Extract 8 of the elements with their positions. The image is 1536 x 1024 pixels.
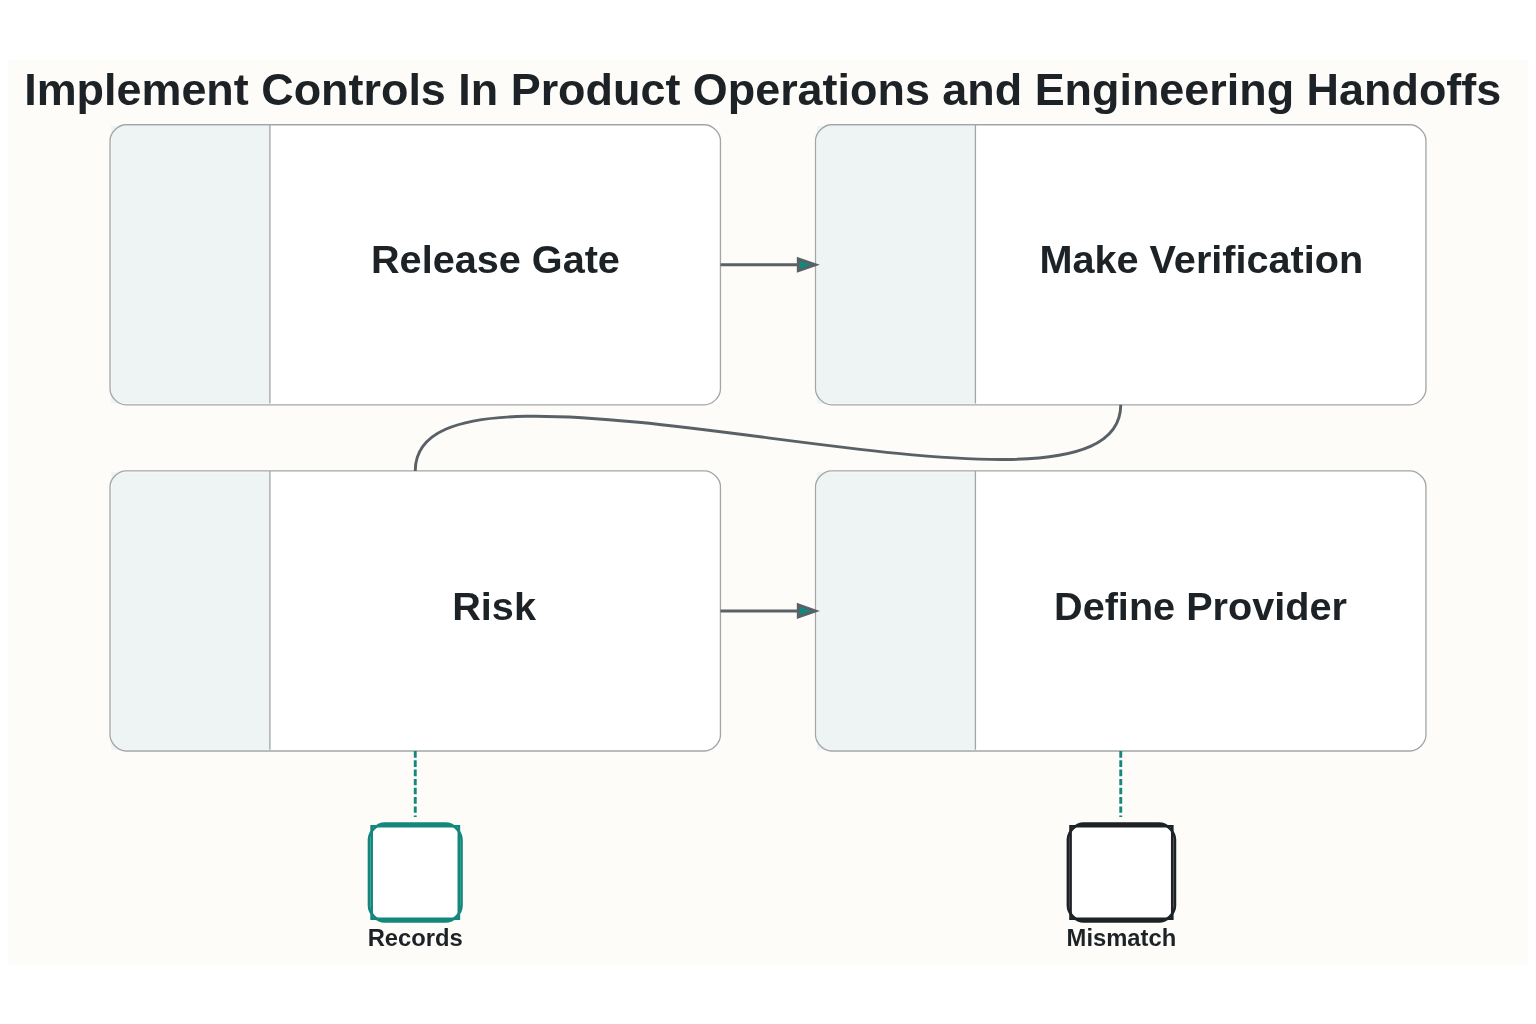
arrow: [720, 256, 820, 273]
node-label: Records: [367, 923, 463, 951]
connector: [413, 750, 417, 817]
node-label: Mismatch: [1066, 923, 1177, 951]
connector: [413, 403, 1123, 471]
diagram-title: Implement Controls In Product Operations and Engineering Handoffs: [24, 63, 1502, 115]
connector: [1119, 750, 1123, 817]
arrow: [720, 602, 820, 619]
